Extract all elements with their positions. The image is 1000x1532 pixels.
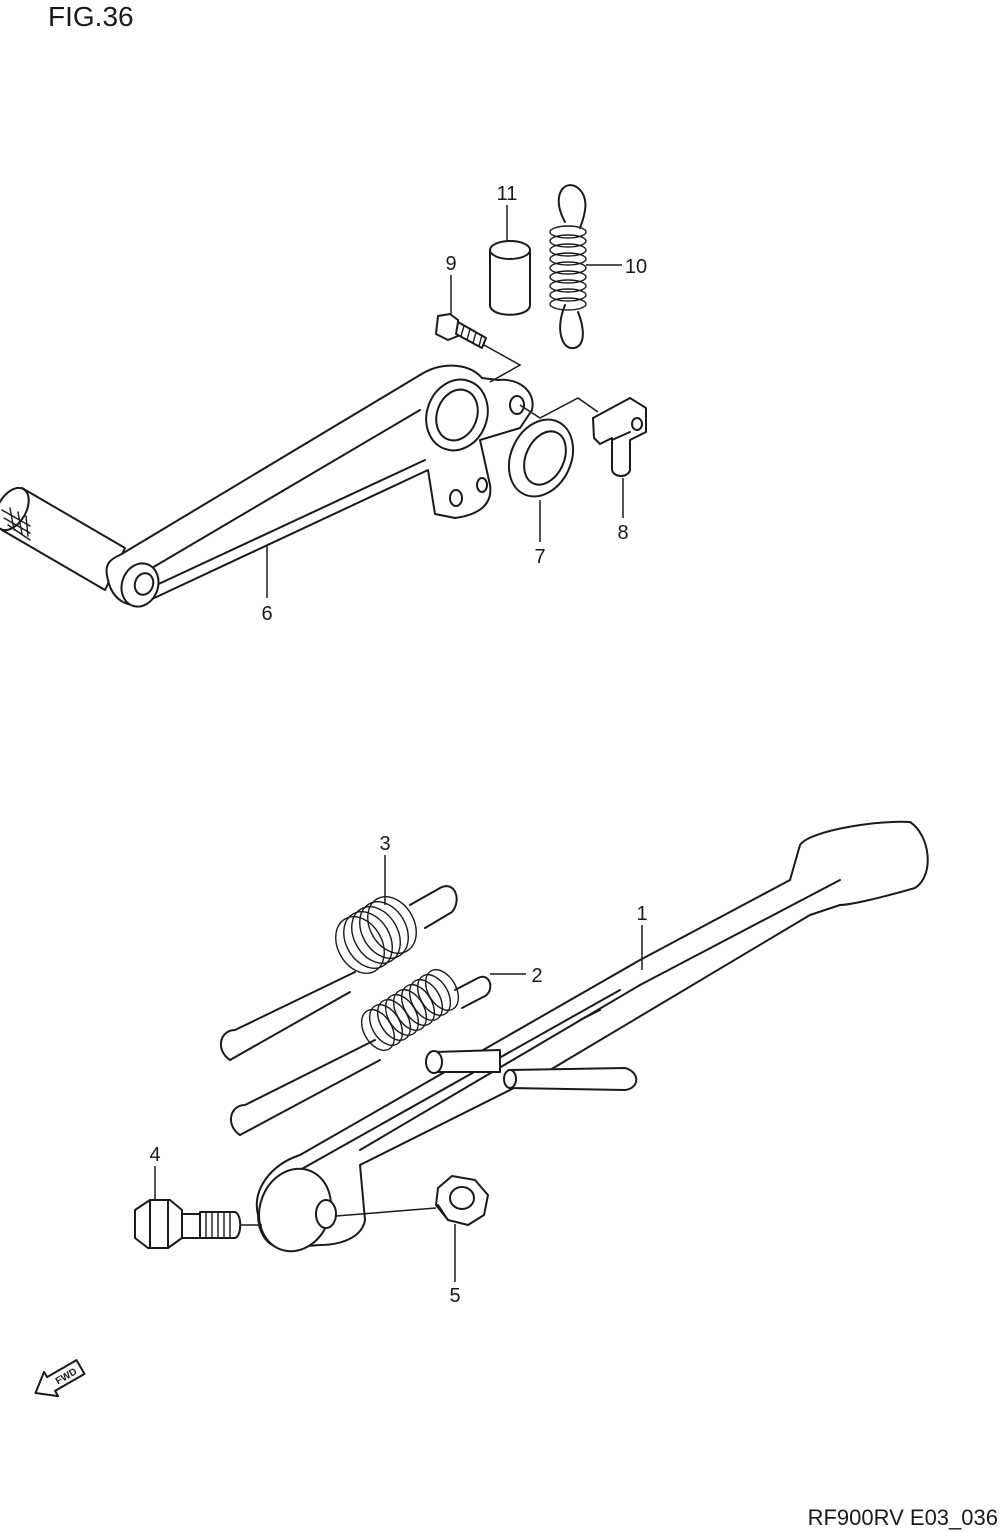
callout-6: 6 — [261, 603, 272, 625]
washer — [507, 418, 575, 498]
callout-1: 1 — [636, 903, 647, 925]
inner-spring — [230, 969, 492, 1136]
assembly-line-clip — [519, 397, 599, 419]
side-stand — [255, 820, 929, 1253]
bolt-small — [435, 313, 487, 349]
footer-code: RF900RV E03_036 — [808, 1505, 998, 1530]
clip — [592, 397, 647, 477]
callout-2: 2 — [531, 965, 542, 987]
callout-10: 10 — [625, 256, 647, 278]
assembly-line-bolt — [483, 344, 522, 383]
callout-8: 8 — [617, 522, 628, 544]
callout-5: 5 — [449, 1285, 460, 1307]
callout-9: 9 — [445, 253, 456, 275]
assembly-line-nut-stand — [335, 1207, 437, 1217]
fwd-arrow-icon: FWD — [34, 1359, 86, 1398]
callout-7: 7 — [534, 546, 545, 568]
callout-11: 11 — [497, 183, 518, 205]
pivot-bolt — [134, 1199, 242, 1249]
return-spring — [549, 184, 587, 350]
nut — [435, 1175, 489, 1226]
brake-pedal-arm — [0, 364, 534, 608]
callout-4: 4 — [149, 1144, 160, 1166]
callout-3: 3 — [379, 833, 390, 855]
bushing — [489, 240, 531, 316]
figure-title: FIG.36 — [48, 1, 134, 32]
callout-labels: 1 2 3 4 5 6 7 8 9 10 11 — [149, 183, 647, 1307]
outer-spring — [220, 885, 458, 1061]
